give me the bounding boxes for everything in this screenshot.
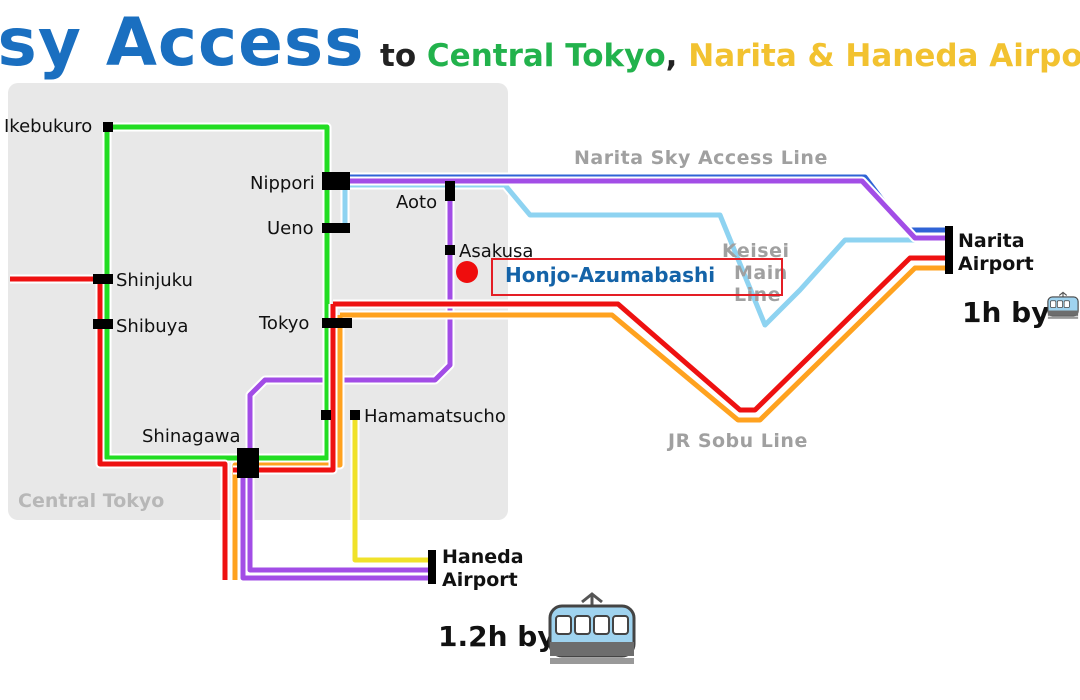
line-label-jr-sobu: JR Sobu Line	[668, 430, 808, 452]
hamamatsucho-marker-2	[350, 410, 360, 420]
haneda-airport-label: Haneda Airport	[442, 546, 524, 592]
central-tokyo-label: Central Tokyo	[18, 490, 165, 512]
station-label-ikebukuro: Ikebukuro	[4, 116, 93, 137]
narita-airport-line1: Narita	[958, 230, 1025, 252]
aoto-marker	[445, 181, 455, 201]
narita-airport-marker	[945, 226, 953, 274]
sub-title: to Central Tokyo, Narita & Haneda Airpor	[380, 38, 1080, 74]
narita-airport-line2: Airport	[958, 253, 1034, 275]
nippori-marker	[322, 172, 350, 190]
tokyo-marker	[322, 318, 352, 328]
honjo-azumabashi-dot	[456, 261, 478, 283]
sub-title-airports: Narita & Haneda Airpor	[688, 38, 1080, 74]
highlight-station-name: Honjo-Azumabashi	[505, 263, 716, 287]
station-label-shibuya: Shibuya	[116, 316, 189, 337]
shinjuku-marker	[93, 274, 113, 284]
sub-title-comma: ,	[665, 38, 689, 74]
shinagawa-marker	[237, 448, 259, 478]
sub-title-central: Central Tokyo	[426, 38, 666, 74]
station-label-shinjuku: Shinjuku	[116, 270, 193, 291]
narita-airport-label: Narita Airport	[958, 230, 1034, 276]
station-label-asakusa: Asakusa	[459, 241, 534, 262]
haneda-airport-line2: Airport	[442, 569, 518, 591]
narita-time: 1h by	[962, 296, 1050, 329]
ueno-marker	[322, 223, 350, 233]
train-icon	[1047, 291, 1079, 319]
hamamatsucho-marker-1	[321, 410, 331, 420]
ikebukuro-marker	[103, 122, 113, 132]
line-label-keisei-1: Keisei	[722, 240, 790, 262]
line-label-keisei-2: Main	[734, 262, 788, 284]
station-label-tokyo: Tokyo	[259, 313, 310, 334]
monorail-line	[350, 418, 430, 565]
station-label-nippori: Nippori	[250, 173, 315, 194]
haneda-time: 1.2h by	[438, 620, 556, 653]
station-label-shinagawa: Shinagawa	[142, 426, 241, 447]
station-label-aoto: Aoto	[396, 192, 438, 213]
sub-title-prefix: to	[380, 38, 427, 74]
main-title: asy Access	[0, 4, 365, 81]
haneda-airport-marker	[428, 550, 436, 584]
train-icon	[548, 592, 636, 664]
station-label-hamamatsucho: Hamamatsucho	[364, 406, 506, 427]
highlight-box	[491, 258, 783, 296]
line-label-narita-sky-access: Narita Sky Access Line	[574, 147, 828, 169]
asakusa-marker	[445, 245, 455, 255]
station-label-ueno: Ueno	[267, 218, 314, 239]
shibuya-marker	[93, 319, 113, 329]
haneda-airport-line1: Haneda	[442, 546, 524, 568]
